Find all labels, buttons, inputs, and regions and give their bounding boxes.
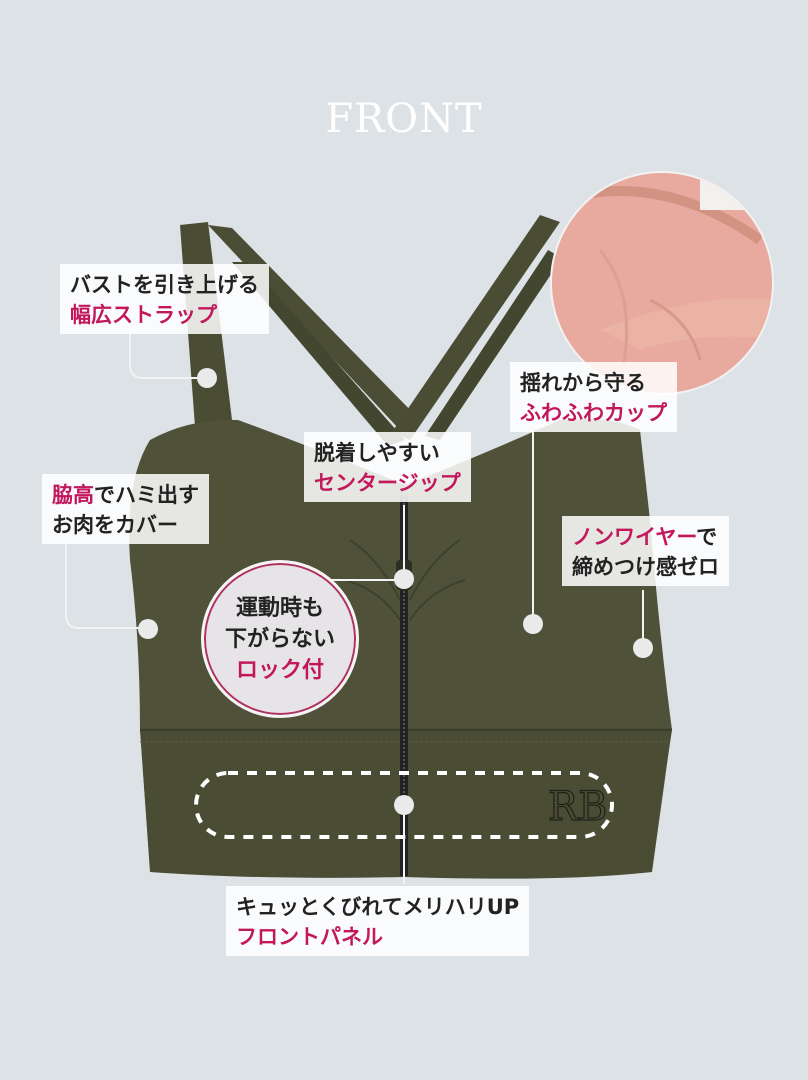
- callout-non-wire: ノンワイヤーで 締めつけ感ゼロ: [562, 516, 729, 586]
- cup-dot: [523, 614, 543, 634]
- side-dot: [138, 619, 158, 639]
- cup-closeup-photo: [550, 171, 774, 395]
- page-title: FRONT: [325, 96, 483, 142]
- callout-side-coverage: 脇高でハミ出す お肉をカバー: [42, 474, 209, 544]
- logo: RB: [548, 784, 608, 830]
- callout-wide-strap: バストを引き上げる 幅広ストラップ: [60, 264, 269, 334]
- strap-dot: [197, 368, 217, 388]
- callout-front-panel: キュッとくびれてメリハリUP フロントパネル: [226, 886, 530, 956]
- nowire-dot: [633, 638, 653, 658]
- panel-dot: [394, 795, 414, 815]
- callout-center-zip: 脱着しやすい センタージップ: [304, 432, 471, 502]
- callout-fluffy-cup: 揺れから守る ふわふわカップ: [510, 362, 677, 432]
- lock-feature-badge: 運動時も 下がらない ロック付: [201, 560, 359, 718]
- zip-dot: [394, 569, 414, 589]
